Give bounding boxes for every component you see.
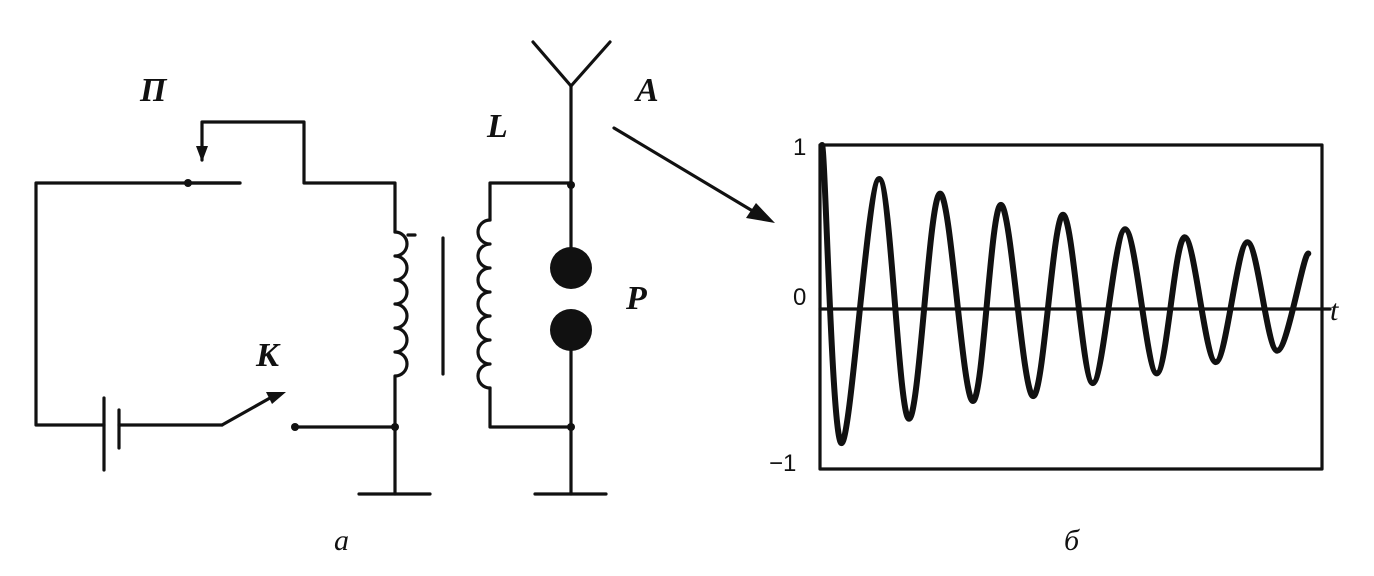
secondary-junction-dot (567, 423, 575, 431)
secondary-wire-bottom (488, 386, 573, 429)
label-spark-gap: Р (626, 280, 647, 317)
label-interrupter: П (140, 72, 167, 109)
chart-frame (818, 143, 1324, 471)
primary-junction-dot (391, 423, 399, 431)
emission-arrow-head (746, 203, 775, 223)
x-axis-label: t (1330, 294, 1339, 327)
chart-plot-area (819, 142, 1312, 447)
label-antenna: А (636, 72, 659, 109)
key-blade (220, 396, 272, 427)
caption-part-a: а (334, 524, 349, 557)
interrupter-spring-arm (200, 120, 397, 234)
primary-wire-top-left (34, 181, 242, 427)
interrupter-arrow-head (196, 146, 208, 162)
y-tick-label-zero: 0 (793, 284, 807, 311)
label-key: К (256, 337, 280, 374)
key-arrow-head (266, 392, 286, 404)
antenna-left-arm (531, 40, 573, 88)
secondary-wire-top (488, 181, 573, 222)
emission-arrow-shaft (612, 126, 758, 215)
interrupter-pivot-dot (184, 179, 192, 187)
y-tick-label-top: 1 (793, 134, 807, 161)
damped-oscillation-curve (819, 142, 1312, 447)
secondary-coil (476, 218, 492, 390)
y-tick-label-bottom: −1 (769, 450, 797, 477)
antenna-right-arm (569, 40, 612, 88)
spark-gap-ball-bottom (550, 309, 592, 351)
spark-gap-ball-top (550, 247, 592, 289)
primary-coil (393, 230, 409, 429)
label-inductor: L (487, 108, 508, 145)
caption-part-b: б (1064, 524, 1080, 557)
